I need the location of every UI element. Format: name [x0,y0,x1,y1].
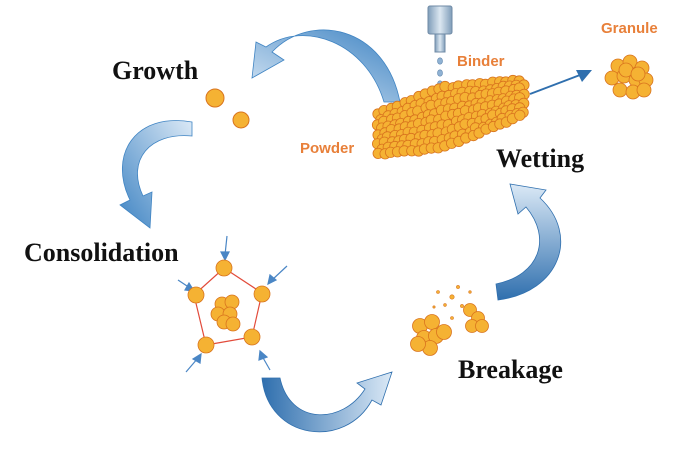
breakage-particle [436,324,452,340]
powder-particles [371,74,530,160]
consolidation-vertex-particle [197,336,215,354]
breakage-particle [424,314,440,330]
granule-particle [612,82,628,98]
consolidation-particles [187,259,271,354]
growth-particles [205,88,250,129]
breakage-debris [432,285,472,320]
stage-label-growth: Growth [112,56,199,85]
consolidation-vertex-particle [243,328,261,346]
granule-particle [636,82,652,98]
consolidation-core-particle [225,316,241,332]
cycle-arrow-wetting-to-growth [251,29,401,103]
powder-particle [514,109,526,121]
binder-nozzle-icon [427,5,453,53]
powder-label: Powder [300,140,355,157]
cycle-arrow-breakage-to-wetting [495,183,562,301]
breakage-particles [410,303,489,356]
granule-icon [604,54,654,100]
stage-label-wetting: Wetting [496,144,585,173]
consolidation-vertex-particle [187,286,205,304]
granule-particle [630,66,646,82]
consolidation-vertex-particle [253,285,271,303]
granule-label: Granule [601,20,658,37]
breakage-particle [410,336,426,352]
stage-label-breakage: Breakage [458,355,563,384]
cycle-arrow-consolidation-to-breakage [261,371,393,433]
binder-label: Binder [457,53,505,70]
consolidation-vertex-particle [215,259,233,277]
cycle-arrow-growth-to-consolidation [119,120,193,229]
breakage-fragment-particle [475,319,489,333]
arrow-to-granule-icon [529,70,592,95]
stage-label-consolidation: Consolidation [24,238,179,267]
